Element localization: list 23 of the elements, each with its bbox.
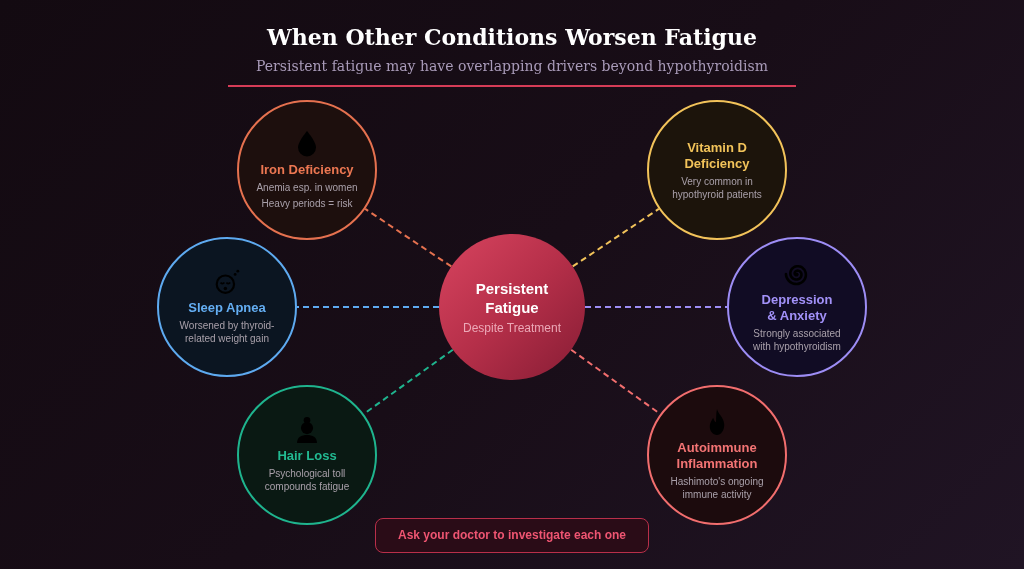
node-description: Hashimoto's ongoing immune activity: [669, 475, 765, 501]
dashed-connector: [364, 207, 453, 268]
diagram-title: When Other Conditions Worsen Fatigue: [267, 24, 757, 50]
node-title: Vitamin D Deficiency: [683, 139, 751, 172]
node-title: Depression & Anxiety: [760, 292, 834, 324]
dashed-connector: [571, 207, 660, 268]
note-banner: [375, 518, 649, 553]
note-text: Ask your doctor to investigate each one: [397, 528, 627, 543]
node-description: Strongly associated with hypothyroidism: [752, 327, 842, 353]
node-title: Hair Loss: [277, 448, 337, 464]
node-description: Worsened by thyroid-related weight gain: [178, 319, 276, 345]
node-description: Psychological toll compounds fatigue: [263, 467, 351, 493]
dashed-connector: [296, 306, 440, 308]
node-description: Despite Treatment: [462, 320, 561, 336]
diagram-subtitle: Persistent fatigue may have overlapping drivers beyond hypothyroidism: [256, 57, 768, 75]
node-title: Iron Deficiency: [260, 161, 354, 178]
dashed-connector: [584, 306, 728, 308]
node-description: Anemia esp. in women: [256, 180, 358, 194]
node-title: Autoimmune Inflammation: [675, 440, 759, 472]
node-title: Sleep Apnea: [188, 300, 266, 316]
node-title: Persistent Fatigue: [474, 278, 550, 317]
node-description: Heavy periods = risk: [261, 196, 353, 210]
node-description: Very common in hypothyroid patients: [671, 174, 763, 201]
